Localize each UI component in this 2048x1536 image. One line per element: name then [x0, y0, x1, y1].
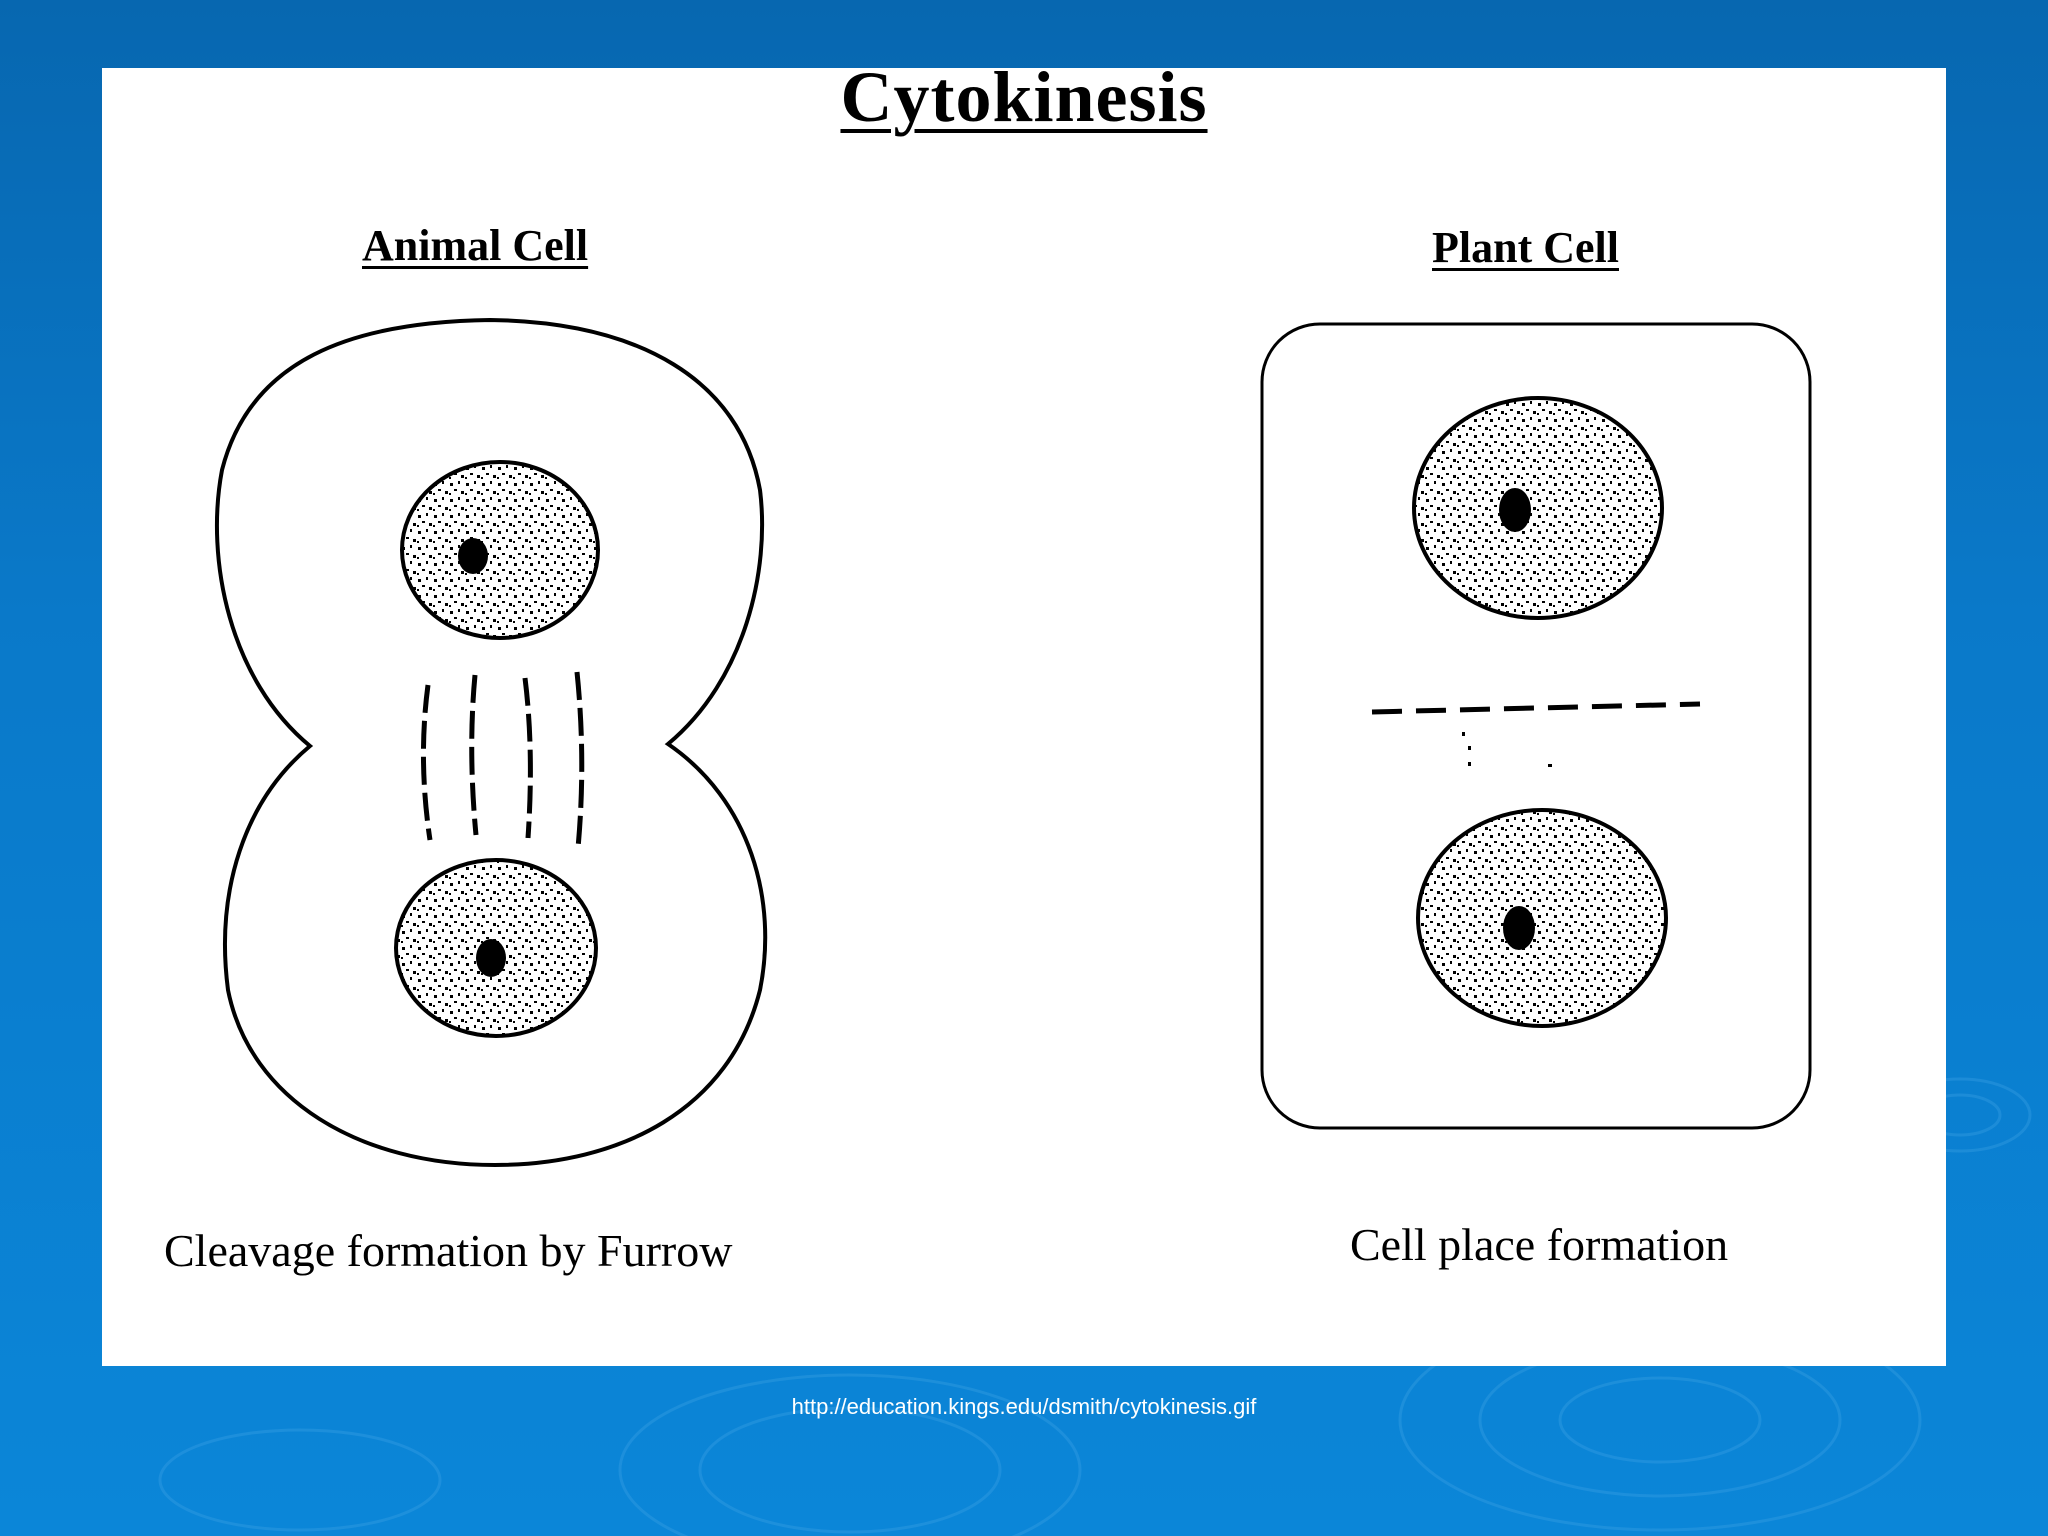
animal-cell-caption: Cleavage formation by Furrow [164, 1225, 733, 1276]
animal-cell-membrane [215, 317, 768, 1168]
animal-nucleus-top [400, 460, 600, 640]
slide-title: Cytokinesis [840, 57, 1208, 137]
plant-nucleus-bottom [1416, 808, 1668, 1028]
cell-plate [1371, 701, 1701, 767]
animal-cell-heading: Animal Cell [362, 221, 589, 270]
source-url: http://education.kings.edu/dsmith/cytoki… [791, 1394, 1257, 1419]
plant-cell-caption: Cell place formation [1350, 1219, 1729, 1270]
plant-nucleus-top [1412, 396, 1664, 620]
animal-nucleus-bottom [394, 858, 598, 1038]
plant-cell-wall [1260, 322, 1812, 1130]
spindle-fibers [420, 671, 585, 849]
plant-cell-heading: Plant Cell [1432, 223, 1619, 272]
diagram-panel [102, 68, 1946, 1366]
